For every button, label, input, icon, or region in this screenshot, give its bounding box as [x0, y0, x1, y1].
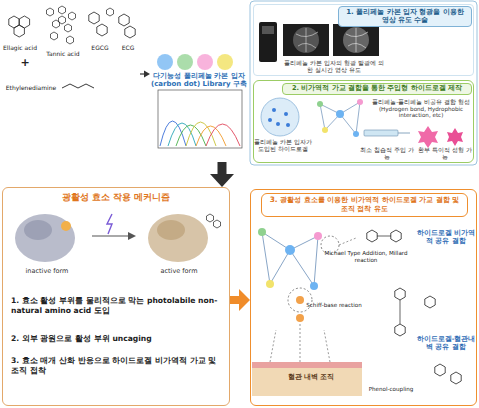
state-label: inactive form [17, 268, 77, 276]
mechanism-box: 광활성 효소 작용 메커니즘 inactive form active form 1.… [2, 187, 230, 406]
library-caption: 다기능성 폴리페놀 카본 입자 (carbon dot) Library 구축 [150, 72, 248, 89]
arrow-shaft [230, 296, 239, 304]
chemical-name: Ethylenediamine [2, 84, 60, 91]
step-text: 1. 효소 활성 부위를 물리적으로 막는 photolabile non-na… [11, 296, 223, 317]
arrow-shaft [140, 73, 144, 74]
bond-label: 하이드로겔-혈관내벽 공유 결합 [416, 336, 476, 352]
arrow-head [239, 289, 250, 311]
feature-caption: 최소 침습적 주입 가능 [358, 147, 416, 160]
image-caption: 폴리페놀 카본 입자의 형광 발광에 의한 실시간 영상 유도 [282, 59, 386, 73]
carbon-dot-circles [157, 54, 233, 70]
section-header: 2. 비가역적 가교 결합을 통한 주입형 하이드로겔 제작 [282, 83, 472, 95]
section-header: 1. 폴리페놀 카본 입자 형광을 이용한 영상 유도 수술 [338, 6, 472, 27]
hydrogel-section: 2. 비가역적 가교 결합을 통한 주입형 하이드로겔 제작폴리페놀 카본 입자… [253, 80, 474, 163]
illustration-caption: 폴리페놀 카본 입자가 도입된 하이드로겔 [254, 139, 312, 152]
flow-arrow [140, 71, 150, 78]
imaging-section: 1. 폴리페놀 카본 입자 형광을 이용한 영상 유도 수술폴리페놀 카본 입자… [253, 4, 474, 76]
state-label: active form [149, 268, 209, 276]
arrow-shaft [218, 162, 227, 174]
step-text: 3. 효소 매개 산화 반응으로 하이드로겔 비가역적 가교 및 조직 접착 [11, 356, 223, 377]
crosslink-section: 3. 광활성 효소를 이용한 비가역적 하이드로겔 가교 결합 및 조직 접착 … [250, 189, 477, 406]
tissue-label: 혈관 내벽 조직 [281, 374, 341, 382]
plus-sign: + [18, 56, 32, 69]
chemical-name: EGCG [86, 44, 114, 51]
box-title: 광활성 효소 작용 메커니즘 [33, 192, 199, 203]
arrow-head [144, 71, 150, 78]
crosslink-illustration [252, 228, 461, 396]
bond-description: 폴리페놀-폴리페놀 비공유 결합 형성 (Hydrogen bond, Hydr… [370, 99, 472, 119]
imaging-pictures [259, 22, 379, 62]
chemical-name: Tannic acid [42, 50, 84, 57]
emission-spectrum [158, 90, 242, 148]
reagent-group: Ellagic acidTannic acidEGCGECG Ethylenedi… [2, 2, 140, 102]
enzyme-illustration [15, 214, 221, 262]
section-header: 3. 광활성 효소를 이용한 비가역적 하이드로겔 가교 결합 및 조직 접착 … [261, 193, 468, 217]
reaction-name: Schiff-base reaction [301, 302, 367, 309]
arrow-head [210, 174, 234, 187]
step-text: 2. 외부 광원으로 활성 부위 uncaging [11, 334, 223, 344]
feature-caption: 환부 특이적 성형 가능 [416, 147, 474, 160]
flow-arrow [230, 289, 250, 311]
panel-frame [250, 1, 477, 165]
bond-label: 하이드로겔 비가역적 공유 결합 [416, 230, 476, 246]
carbon-dot-library: 다기능성 폴리페놀 카본 입자 (carbon dot) Library 구축 [150, 52, 248, 162]
reaction-name: Michael Type Addition, Millard reaction [323, 250, 409, 263]
reaction-name: Phenol-coupling [363, 386, 419, 393]
chemical-name: Ellagic acid [2, 44, 38, 51]
flow-arrow [210, 162, 234, 187]
chemical-name: ECG [116, 44, 140, 51]
